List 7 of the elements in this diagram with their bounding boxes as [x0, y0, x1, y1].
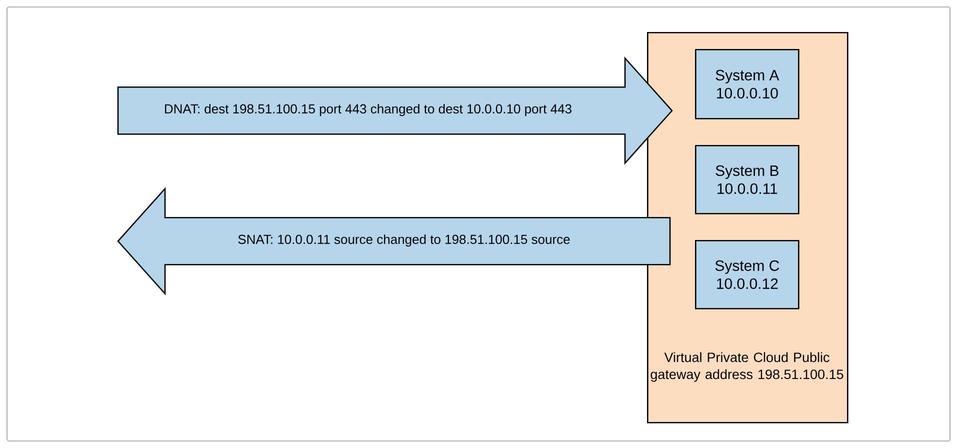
- block-arrow: [117, 56, 673, 165]
- system-box: System A 10.0.0.10: [695, 49, 800, 120]
- edge-label: DNAT: dest 198.51.100.15 port 443 changed to dest 10.0.0.10 port 443: [165, 104, 572, 116]
- edge-label: SNAT: 10.0.0.11 source changed to 198.51.100.15 source: [238, 234, 570, 247]
- block-arrow: [117, 186, 671, 296]
- system-box: System B 10.0.0.11: [695, 145, 800, 214]
- system-box: System C 10.0.0.12: [695, 240, 800, 310]
